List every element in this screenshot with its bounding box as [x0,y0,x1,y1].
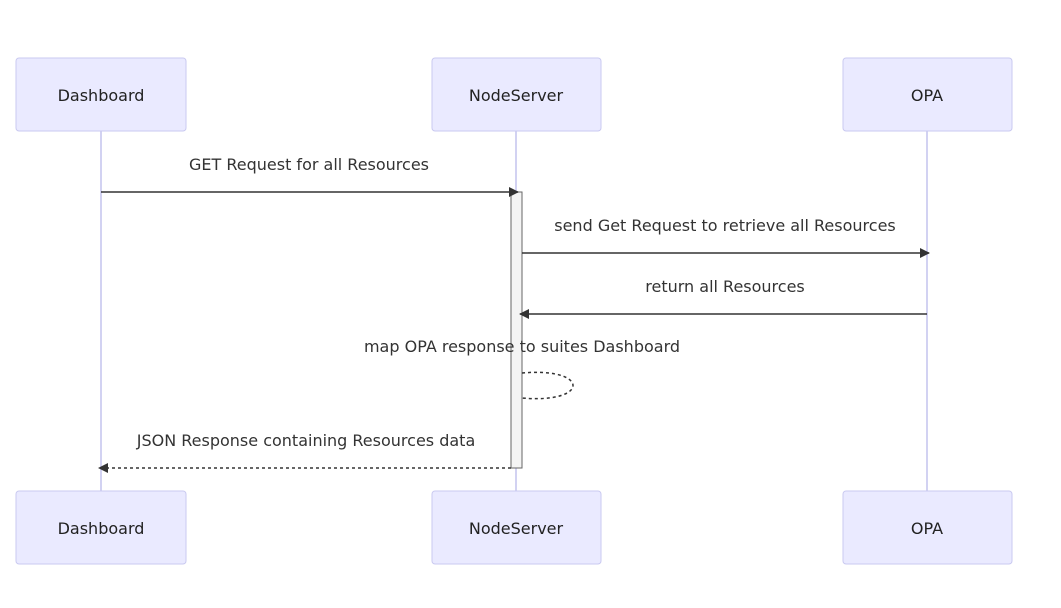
actor-label: NodeServer [469,86,564,105]
message-label-send-get-request: send Get Request to retrieve all Resourc… [554,216,896,235]
actor-nodeserver-top: NodeServer [431,57,602,132]
actor-label: OPA [911,519,943,538]
actor-label: OPA [911,86,943,105]
actor-dashboard-top: Dashboard [15,57,187,132]
actor-nodeserver-bottom: NodeServer [431,490,602,565]
actor-opa-bottom: OPA [842,490,1013,565]
actor-label: Dashboard [58,86,145,105]
actor-label: NodeServer [469,519,564,538]
message-label-json-response: JSON Response containing Resources data [136,431,476,450]
message-label-map-response: map OPA response to suites Dashboard [364,337,680,356]
activation-bar-nodeserver [510,191,523,469]
message-label-return-resources: return all Resources [645,277,805,296]
message-label-get-request: GET Request for all Resources [189,155,429,174]
message-loop-map-response [521,371,574,400]
actor-dashboard-bottom: Dashboard [15,490,187,565]
actor-opa-top: OPA [842,57,1013,132]
actor-label: Dashboard [58,519,145,538]
